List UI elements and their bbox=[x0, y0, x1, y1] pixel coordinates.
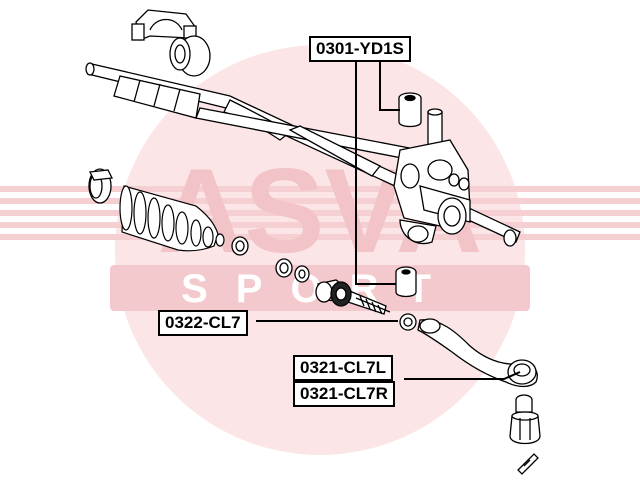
ball-joint-boot bbox=[515, 394, 533, 413]
boot-small-clamp bbox=[231, 236, 249, 256]
leader-lines bbox=[256, 62, 521, 380]
tie-rod-end bbox=[417, 318, 538, 388]
steering-rack bbox=[85, 62, 521, 247]
cotter-pin bbox=[517, 453, 539, 475]
boot-clamp-ring bbox=[88, 168, 113, 204]
rack-boot bbox=[119, 185, 225, 252]
ball-joint-nut bbox=[509, 411, 541, 445]
mounting-clamp bbox=[131, 9, 197, 41]
clamp-bushing bbox=[169, 35, 211, 77]
part-label-tie-rod-end-left[interactable]: 0321-CL7L bbox=[293, 355, 393, 381]
rack-bushing bbox=[395, 266, 417, 298]
pinion-housing bbox=[393, 108, 471, 245]
watermark-stripes bbox=[0, 186, 640, 240]
leader-0321 bbox=[404, 371, 521, 380]
part-label-steering-rack-bushing[interactable]: 0301-YD1S bbox=[309, 36, 411, 62]
inner-tie-rod bbox=[315, 279, 391, 315]
lock-washers bbox=[275, 258, 310, 283]
pinion-bushing bbox=[398, 92, 422, 128]
part-label-inner-tie-rod[interactable]: 0322-CL7 bbox=[158, 310, 248, 336]
part-label-tie-rod-end-right[interactable]: 0321-CL7R bbox=[293, 381, 395, 407]
leader-0301-bottom bbox=[355, 62, 396, 285]
jam-nut bbox=[399, 313, 417, 331]
leader-0301-top bbox=[379, 62, 400, 111]
